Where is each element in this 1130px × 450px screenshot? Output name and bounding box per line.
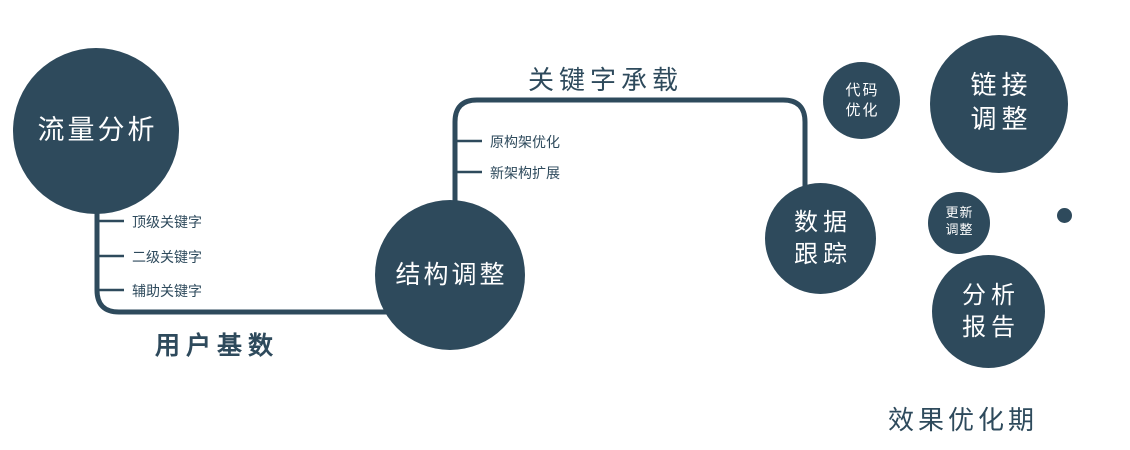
node-data-tracking-line1: 数据: [794, 208, 852, 237]
branch-label-second-keyword: 二级关键字: [132, 250, 202, 266]
node-code-optimize: 代码 优化: [823, 62, 900, 139]
edge-label-user-base: 用户基数: [155, 331, 280, 360]
node-data-tracking: 数据 跟踪: [765, 183, 876, 294]
node-link-adjust-line2: 调整: [970, 105, 1033, 135]
node-update-adjust-line2: 调整: [945, 223, 974, 238]
branch-label-aux-keyword: 辅助关键字: [132, 284, 202, 300]
node-structure-adjust: 结构调整: [375, 200, 525, 350]
node-link-adjust: 链接 调整: [930, 35, 1068, 173]
edge-label-keyword-carry: 关键字承载: [528, 66, 684, 96]
node-traffic-analysis: 流量分析: [13, 48, 179, 214]
node-link-adjust-line1: 链接: [970, 71, 1033, 102]
branch-label-arch-optimize: 原构架优化: [490, 135, 560, 151]
bullet-dot: [1057, 208, 1072, 223]
node-analysis-report-line1: 分析: [962, 281, 1020, 310]
branch-label-arch-expand: 新架构扩展: [490, 166, 560, 182]
node-code-optimize-line1: 代码: [845, 81, 880, 99]
node-traffic-analysis-label: 流量分析: [37, 115, 158, 147]
node-analysis-report-line2: 报告: [962, 312, 1020, 341]
node-code-optimize-line2: 优化: [845, 100, 880, 119]
branch-label-top-keyword: 顶级关键字: [132, 215, 202, 231]
node-analysis-report: 分析 报告: [932, 255, 1045, 368]
node-structure-adjust-label: 结构调整: [395, 259, 508, 289]
caption-effect-optimization: 效果优化期: [888, 406, 1039, 436]
node-update-adjust: 更新 调整: [928, 192, 990, 254]
node-update-adjust-line1: 更新: [945, 206, 974, 222]
node-data-tracking-line2: 跟踪: [794, 239, 852, 268]
edge-structure-to-tracking: [452, 97, 808, 275]
